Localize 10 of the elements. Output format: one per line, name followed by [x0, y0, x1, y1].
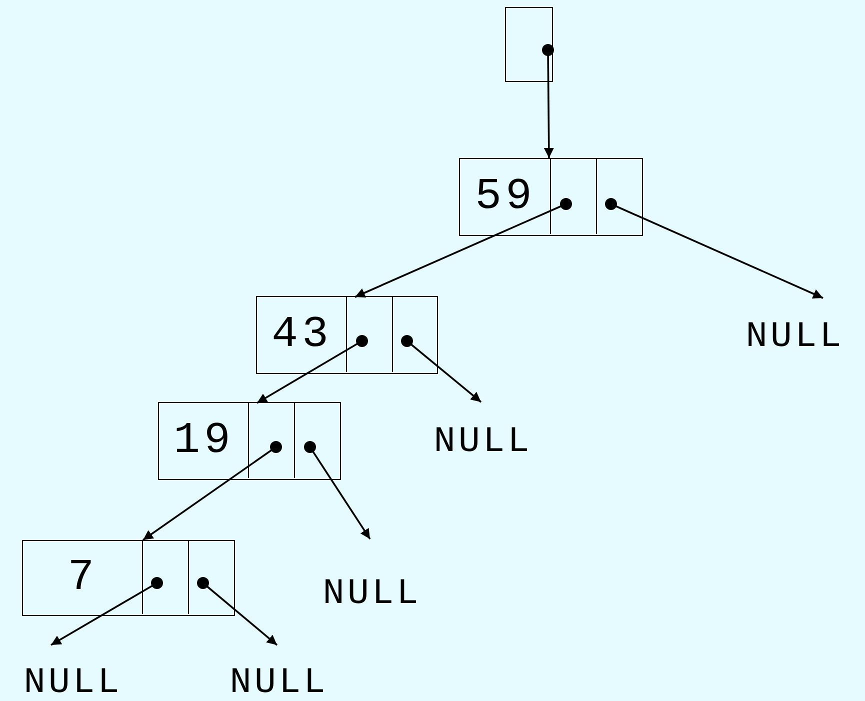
null-label: NULL	[736, 318, 854, 356]
node-value: 59	[475, 175, 536, 219]
node-value: 43	[272, 313, 332, 357]
node-value: 7	[68, 556, 98, 600]
null-label: NULL	[300, 575, 444, 613]
pointer-box	[505, 7, 553, 82]
null-label: NULL	[424, 423, 542, 461]
null-label: NULL	[14, 665, 132, 701]
null-label: NULL	[220, 665, 338, 701]
node-value: 19	[174, 419, 234, 463]
